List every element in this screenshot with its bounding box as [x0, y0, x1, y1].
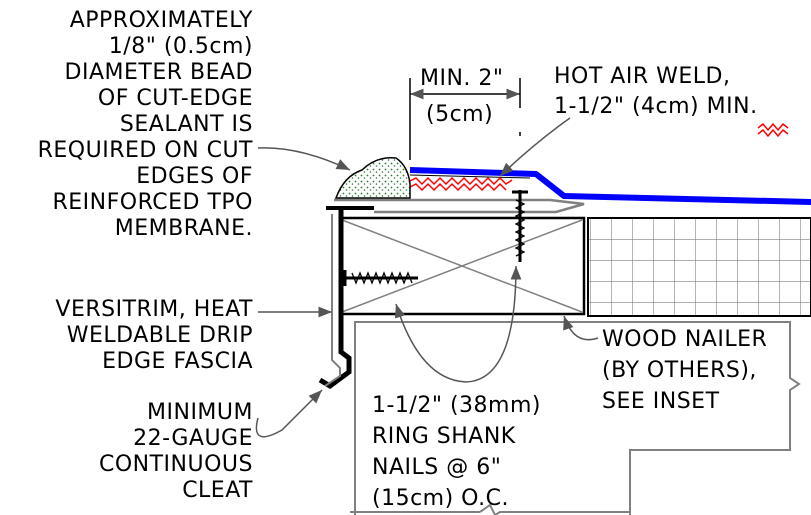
weld-note-line: HOT AIR WELD,	[554, 64, 731, 89]
sealant-note-line: APPROXIMATELY	[69, 8, 253, 33]
weld-note: HOT AIR WELD, 1-1/2" (4cm) MIN.	[554, 62, 758, 122]
tpo-membrane	[409, 167, 811, 205]
nailer-note-line: (BY OTHERS),	[602, 358, 757, 383]
nails-note-line: RING SHANK	[372, 424, 516, 449]
nailer-note-line: SEE INSET	[602, 389, 720, 414]
horizontal-nail-rings	[351, 271, 413, 285]
leader-nails-left	[394, 303, 467, 383]
sealant-note-line: MEMBRANE.	[114, 216, 253, 241]
nails-note: 1-1/2" (38mm) RING SHANK NAILS @ 6" (15c…	[372, 390, 541, 514]
sealant-note-line: DIAMETER BEAD	[64, 60, 253, 85]
sealant-note-line: REQUIRED ON CUT	[37, 138, 253, 163]
min-width-label: MIN. 2"	[420, 66, 504, 92]
min-width-line: MIN. 2"	[420, 66, 504, 91]
fascia-note-line: EDGE FASCIA	[102, 349, 253, 374]
leader-weld	[499, 117, 571, 177]
sealant-note-line: 1/8" (0.5cm)	[108, 34, 253, 59]
structure-break-mark	[479, 503, 630, 515]
hot-air-weld	[409, 176, 513, 186]
sealant-note-line: SEALANT IS	[119, 112, 253, 137]
leader-sealant	[257, 147, 351, 171]
hot-air-weld-2	[409, 182, 507, 192]
cleat-note-line: 22-GAUGE	[133, 426, 253, 451]
weld-legend-symbol	[757, 122, 789, 132]
vertical-nail-rings	[514, 199, 526, 257]
min-width-metric-line: (5cm)	[426, 102, 494, 127]
nails-note-line: 1-1/2" (38mm)	[372, 393, 541, 418]
nailer-note-line: WOOD NAILER	[602, 327, 768, 352]
cleat-note-line: CLEAT	[182, 478, 253, 503]
sealant-note-line: OF CUT-EDGE	[97, 86, 253, 111]
fascia-note: VERSITRIM, HEAT WELDABLE DRIP EDGE FASCI…	[55, 297, 253, 375]
min-width-metric-label: (5cm)	[426, 102, 493, 128]
fascia-note-line: WELDABLE DRIP	[66, 323, 253, 348]
nailer-note: WOOD NAILER (BY OTHERS), SEE INSET	[602, 324, 767, 417]
sealant-bead	[334, 157, 411, 199]
tpo-membrane-underside	[409, 174, 531, 179]
weld-note-line: 1-1/2" (4cm) MIN.	[554, 94, 758, 119]
sealant-note-line: EDGES OF	[136, 164, 253, 189]
leader-nailer	[563, 315, 599, 341]
cleat-note-line: CONTINUOUS	[98, 452, 253, 477]
nails-note-line: (15cm) O.C.	[372, 486, 509, 511]
nails-note-line: NAILS @ 6"	[372, 455, 502, 480]
cleat-note-line: MINIMUM	[147, 400, 253, 425]
weld-legend-symbol-2	[757, 128, 789, 138]
nailer-cross-2	[341, 219, 583, 313]
structure-outline	[354, 321, 801, 515]
leader-cleat	[255, 389, 323, 438]
leader-nails-right	[465, 265, 522, 383]
insulation-board	[587, 217, 811, 317]
flashing-top	[334, 198, 585, 214]
cleat-grey	[324, 214, 341, 387]
sealant-note-line: REINFORCED TPO	[52, 190, 253, 215]
fascia-vertical	[318, 208, 352, 390]
sealant-note: APPROXIMATELY 1/8" (0.5cm) DIAMETER BEAD…	[38, 8, 253, 242]
fascia-note-line: VERSITRIM, HEAT	[55, 297, 253, 322]
cleat-note: MINIMUM 22-GAUGE CONTINUOUS CLEAT	[99, 400, 253, 504]
